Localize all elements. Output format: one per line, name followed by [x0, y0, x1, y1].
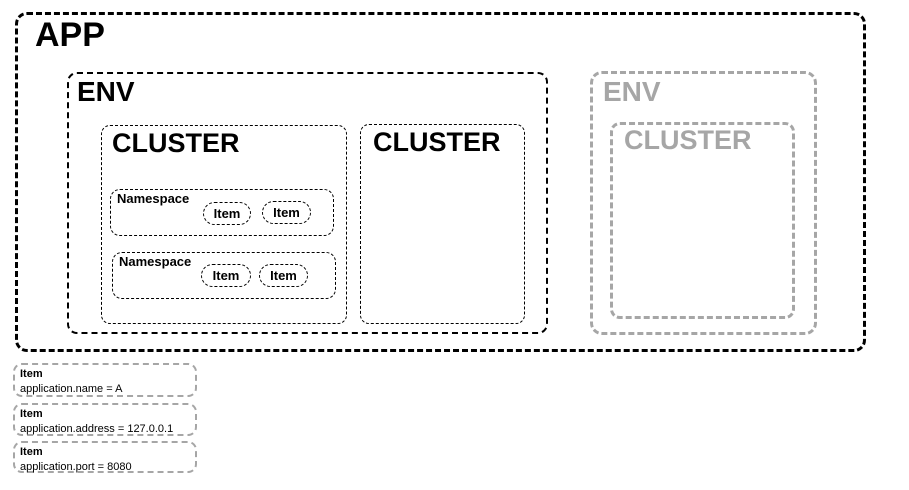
env-title: ENV [77, 76, 135, 107]
property-value: application.name = A [20, 383, 123, 395]
env-title-muted: ENV [603, 76, 661, 107]
item-node: Item [262, 201, 311, 224]
item-node: Item [201, 264, 251, 287]
property-title: Item [20, 368, 43, 380]
namespace-title: Namespace [119, 254, 192, 269]
cluster-title-muted: CLUSTER [624, 125, 752, 155]
cluster-container-muted [610, 122, 795, 319]
item-node: Item [203, 202, 251, 225]
property-item: Item application.port = 8080 [13, 441, 197, 473]
env-container [67, 72, 548, 334]
property-item: Item application.address = 127.0.0.1 [13, 403, 197, 436]
item-node: Item [259, 264, 308, 287]
namespace-container [112, 252, 336, 299]
env-container-muted [590, 71, 817, 335]
app-title: APP [35, 16, 105, 54]
property-title: Item [20, 408, 43, 420]
cluster-title: CLUSTER [112, 128, 240, 158]
cluster-title: CLUSTER [373, 127, 501, 157]
property-value: application.port = 8080 [20, 461, 132, 473]
cluster-container [101, 125, 347, 324]
property-value: application.address = 127.0.0.1 [20, 423, 174, 435]
property-item: Item application.name = A [13, 363, 197, 397]
property-title: Item [20, 446, 43, 458]
cluster-container [360, 124, 525, 324]
app-container [15, 12, 866, 352]
namespace-container [110, 189, 334, 236]
namespace-title: Namespace [117, 191, 190, 206]
